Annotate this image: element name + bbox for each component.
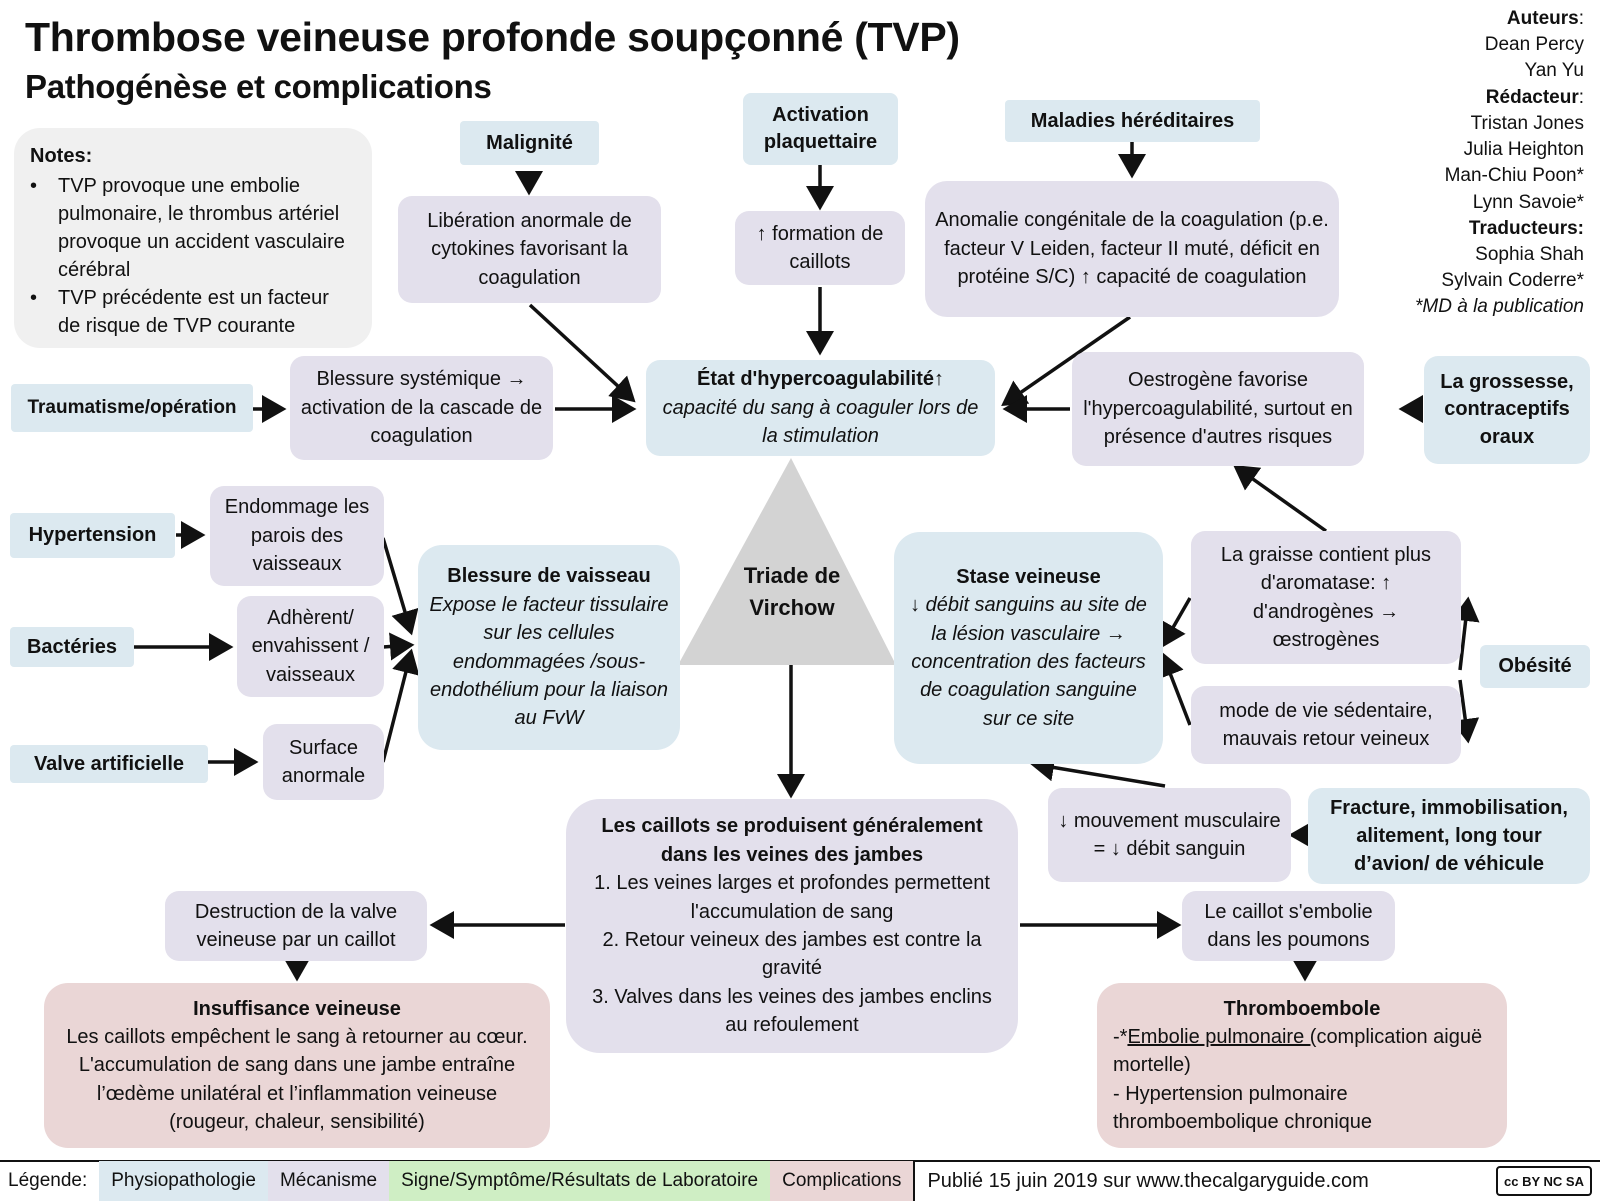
legend-label: Légende: [8, 1170, 88, 1191]
thromboembole-line1: -*Embolie pulmonaire (complication aiguë… [1113, 1023, 1491, 1080]
published-suffix: sur www.thecalgaryguide.com [1103, 1169, 1369, 1192]
thromboembole-prefix: -* [1113, 1025, 1128, 1048]
mech-destruction-valve: Destruction de la valve veineuse par un … [165, 891, 427, 961]
cause-obesite: Obésité [1480, 645, 1590, 688]
license-badge: cc BY NC SA [1496, 1166, 1592, 1196]
translator-name: Sophia Shah [1475, 243, 1584, 265]
thromboembole-line2: - Hypertension pulmonaire thromboemboliq… [1113, 1082, 1373, 1134]
authors-label: Auteurs [1506, 8, 1579, 29]
published-date: 15 juin 2019 [988, 1169, 1098, 1192]
insuffisance-veineuse-box: Insuffisance veineuse Les caillots empêc… [44, 983, 550, 1148]
mech-mode-de-vie-sedentaire: mode de vie sédentaire, mauvais retour v… [1191, 686, 1461, 764]
central-item: 3. Valves dans les veines des jambes enc… [592, 985, 992, 1037]
editor-name: Lynn Savoie* [1472, 191, 1584, 213]
blessure-title: Blessure de vaisseau [447, 565, 651, 588]
legend-divider [913, 1161, 916, 1201]
cause-traumatisme: Traumatisme/opération [11, 384, 253, 432]
authors-block: Auteurs: Dean Percy Yan Yu Rédacteur: Tr… [1415, 6, 1584, 321]
license-text: cc BY NC SA [1504, 1173, 1584, 1189]
hypercoagulabilite-box: État d'hypercoagulabilité↑ capacité du s… [646, 360, 995, 456]
central-title: Les caillots se produisent généralement … [601, 815, 983, 866]
thromboembole-title: Thromboembole [1223, 997, 1381, 1020]
editor-label: Rédacteur [1485, 86, 1579, 108]
mech-graisse-aromatase: La graisse contient plus d'aromatase: ↑ … [1191, 531, 1461, 664]
authors-footnote: *MD à la publication [1415, 296, 1584, 318]
stase-text: ↓ débit sanguins au site de la lésion va… [910, 594, 1147, 730]
cause-maladies-hereditaires: Maladies héréditaires [1005, 100, 1260, 142]
central-caillots-jambes: Les caillots se produisent généralement … [566, 799, 1018, 1053]
legend-bar: Légende: Physiopathologie Mécanisme Sign… [0, 1160, 1600, 1201]
cause-activation-plaquettaire: Activation plaquettaire [743, 93, 898, 165]
mech-endommage-parois: Endommage les parois des vaisseaux [210, 486, 384, 586]
cause-bacteries: Bactéries [10, 627, 134, 667]
insuffisance-title: Insuffisance veineuse [193, 997, 401, 1020]
published-prefix: Publié [927, 1169, 984, 1192]
mech-caillot-embolie-poumons: Le caillot s'embolie dans les poumons [1182, 891, 1395, 961]
stase-veineuse-box: Stase veineuse ↓ débit sanguins au site … [894, 532, 1163, 764]
translators-label: Traducteurs: [1468, 217, 1584, 239]
legend-signe-symptome: Signe/Symptôme/Résultats de Laboratoire [389, 1161, 771, 1201]
insuffisance-text: Les caillots empêchent le sang à retourn… [66, 1025, 528, 1134]
mech-adherent-envahissent: Adhèrent/ envahissent / vaisseaux [237, 596, 384, 697]
notes-box: Notes: • TVP provoque une embolie pulmon… [14, 128, 372, 348]
mech-formation-caillots: ↑ formation de caillots [735, 211, 905, 285]
blessure-text: Expose le facteur tissulaire sur les cel… [429, 593, 669, 730]
cause-fracture-immobilisation: Fracture, immobilisation, alitement, lon… [1308, 788, 1590, 884]
mech-oestrogene: Oestrogène favorise l'hypercoagulabilité… [1072, 352, 1364, 466]
legend-mecanisme: Mécanisme [267, 1161, 390, 1201]
cause-malignite: Malignité [460, 121, 599, 165]
embolie-pulmonaire-text: Embolie pulmonaire ( [1127, 1025, 1317, 1048]
published-info: Publié 15 juin 2019 sur www.thecalgarygu… [915, 1161, 1380, 1201]
editor-name: Julia Heighton [1463, 139, 1584, 161]
central-item: 1. Les veines larges et profondes permet… [594, 872, 990, 923]
mech-cytokines: Libération anormale de cytokines favoris… [398, 196, 661, 303]
page-subtitle: Pathogénèse et complications [25, 68, 492, 105]
mech-mouvement-musculaire: ↓ mouvement musculaire = ↓ débit sanguin [1048, 788, 1291, 882]
triade-virchow-label: Triade de Virchow [743, 563, 841, 620]
mech-anomalie-congenitale: Anomalie congénitale de la coagulation (… [925, 181, 1339, 317]
editor-name: Man-Chiu Poon* [1444, 165, 1584, 187]
author-name: Dean Percy [1484, 34, 1584, 56]
mech-blessure-systemique: Blessure systémique → activation de la c… [290, 356, 553, 460]
cause-hypertension: Hypertension [10, 513, 175, 558]
page-title: Thrombose veineuse profonde soupçonné (T… [25, 14, 960, 60]
central-item: 2. Retour veineux des jambes est contre … [602, 929, 982, 980]
editor-name: Tristan Jones [1470, 112, 1584, 134]
blessure-vaisseau-box: Blessure de vaisseau Expose le facteur t… [418, 545, 680, 750]
notes-item: TVP provoque une embolie pulmonaire, le … [58, 175, 345, 281]
cause-valve-artificielle: Valve artificielle [10, 745, 208, 783]
author-name: Yan Yu [1524, 60, 1584, 82]
legend-complications: Complications [770, 1161, 914, 1201]
cause-grossesse: La grossesse, contraceptifs oraux [1424, 356, 1590, 464]
translator-name: Sylvain Coderre* [1441, 270, 1584, 292]
notes-item: TVP précédente est un facteur de risque … [58, 287, 329, 337]
hypercoag-text: capacité du sang à coaguler lors de la s… [662, 396, 979, 448]
thromboembole-suffix: complication aiguë mortelle) [1113, 1025, 1483, 1077]
hypercoag-title: État d'hypercoagulabilité↑ [696, 368, 945, 391]
legend-physiopathologie: Physiopathologie [99, 1161, 268, 1201]
mech-surface-anormale: Surface anormale [263, 724, 384, 800]
thromboembole-box: Thromboembole -*Embolie pulmonaire (comp… [1097, 983, 1507, 1148]
stase-title: Stase veineuse [956, 565, 1101, 588]
virchow-triangle [678, 458, 896, 665]
notes-title: Notes: [30, 145, 93, 167]
